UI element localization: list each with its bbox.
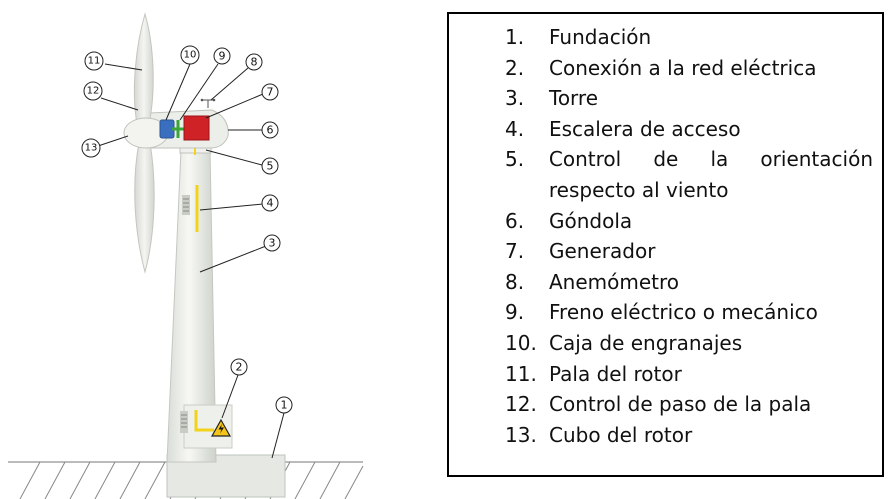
legend-number: 2. — [505, 55, 525, 80]
access-ladder — [182, 185, 199, 232]
legend-item: 10. Caja de engranajes — [505, 328, 873, 359]
callout-leaders — [97, 63, 285, 459]
generator — [183, 115, 210, 141]
legend-number: 8. — [505, 269, 525, 294]
callout-1-label: 1 — [281, 399, 288, 412]
legend-number: 9. — [505, 300, 525, 325]
legend-list: 1. Fundación 2. Conexión a la red eléctric… — [505, 22, 873, 450]
legend-number: 11. — [505, 361, 537, 386]
legend-number: 10. — [505, 330, 537, 355]
callout-1: 1 — [275, 396, 293, 414]
callout-13-label: 13 — [85, 143, 98, 154]
callout-7: 7 — [261, 83, 279, 101]
legend-item: 6. Góndola — [505, 206, 873, 237]
callout-9: 9 — [213, 47, 231, 65]
callout-12: 12 — [83, 81, 103, 101]
gearbox — [159, 119, 175, 139]
legend-item: 5. Control de la orientación respecto al … — [505, 144, 873, 205]
legend-text: Control de la orientación respecto al vi… — [548, 147, 873, 202]
legend-item: 7. Generador — [505, 236, 873, 267]
callout-6-label: 6 — [267, 124, 274, 137]
legend-item: 11. Pala del rotor — [505, 359, 873, 390]
callout-13: 13 — [81, 138, 101, 158]
callout-9-label: 9 — [219, 50, 226, 63]
legend-text: Anemómetro — [549, 269, 680, 294]
legend-number: 12. — [505, 392, 537, 417]
callout-3-label: 3 — [269, 237, 276, 250]
legend-text: Cubo del rotor — [549, 422, 693, 447]
legend-box: 1. Fundación 2. Conexión a la red eléctric… — [447, 12, 884, 477]
legend-text: Fundación — [549, 25, 652, 49]
legend-text: Caja de engranajes — [549, 330, 743, 355]
legend-item: 1. Fundación — [505, 22, 873, 53]
legend-text: Escalera de acceso — [549, 116, 741, 141]
callout-2: 2 — [230, 358, 248, 376]
legend-text: Control de paso de la pala — [549, 392, 812, 417]
legend-text: Conexión a la red eléctrica — [549, 55, 817, 80]
legend-item: 9. Freno eléctrico o mecánico — [505, 297, 873, 328]
legend-item: 2. Conexión a la red eléctrica — [505, 53, 873, 84]
callout-12-label: 12 — [87, 86, 100, 97]
legend-number: 1. — [505, 25, 525, 49]
anemometer — [200, 98, 216, 108]
callout-4: 4 — [261, 194, 279, 212]
callout-8: 8 — [245, 53, 263, 71]
legend-item: 8. Anemómetro — [505, 267, 873, 298]
callout-10: 10 — [180, 45, 200, 65]
callout-4-label: 4 — [267, 197, 274, 210]
legend-text: Góndola — [549, 208, 633, 233]
legend-number: 3. — [505, 86, 525, 111]
legend-number: 4. — [505, 116, 525, 141]
rotor-blade-bottom — [134, 142, 155, 274]
callout-5-label: 5 — [267, 160, 274, 173]
legend-text: Generador — [549, 239, 656, 264]
warning-icon — [210, 418, 232, 437]
legend-text: Pala del rotor — [549, 361, 682, 386]
brake — [172, 120, 184, 138]
callout-8-label: 8 — [251, 56, 258, 69]
wind-turbine-diagram: 1 2 3 4 5 6 7 8 9 10 11 12 13 — [8, 12, 364, 499]
legend-text: Freno eléctrico o mecánico — [549, 300, 818, 325]
callout-10-label: 10 — [184, 50, 197, 61]
callout-11: 11 — [84, 51, 104, 71]
legend-item: 4. Escalera de acceso — [505, 114, 873, 145]
callout-7-label: 7 — [267, 86, 274, 99]
legend-number: 7. — [505, 239, 525, 264]
callout-6: 6 — [261, 121, 279, 139]
legend-number: 6. — [505, 208, 525, 233]
callout-2-label: 2 — [236, 361, 243, 374]
callout-5: 5 — [261, 157, 279, 175]
legend-item: 3. Torre — [505, 83, 873, 114]
legend-number: 5. — [505, 147, 525, 172]
rotor-blade-top — [133, 12, 154, 125]
callout-11-label: 11 — [88, 56, 101, 67]
legend-item: 12. Control de paso de la pala — [505, 389, 873, 420]
callout-3: 3 — [263, 234, 281, 252]
legend-item: 13. Cubo del rotor — [505, 420, 873, 451]
legend-number: 13. — [505, 422, 537, 447]
legend-text: Torre — [549, 86, 599, 111]
